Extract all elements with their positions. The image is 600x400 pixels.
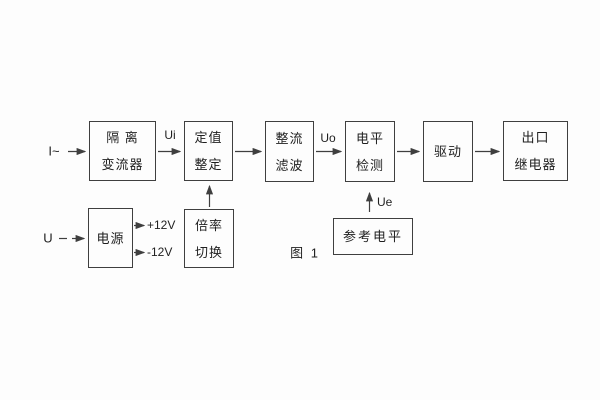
block-setting-adjust: 定值 整定 [184,121,233,181]
block-text: 电平 [355,130,384,146]
block-text: 滤波 [275,157,304,173]
label-ue-signal: Ue [377,195,393,209]
block-text: 隔 离 [106,130,139,145]
block-text: 整定 [194,157,223,172]
block-text: 驱动 [433,144,462,159]
block-text: 定值 [194,130,223,145]
block-ratio-switch: 倍率 切换 [184,209,234,268]
block-isolation-transformer: 隔 离 变流器 [89,121,156,181]
block-text: 倍率 [194,217,223,233]
block-text: 检测 [355,157,384,173]
label-uo-signal: Uo [320,131,336,145]
label-input-current: I~ [48,143,60,159]
block-level-detection: 电平 检测 [345,121,395,182]
block-text: 继电器 [514,157,557,172]
label-plus-12v: +12V [147,218,176,232]
block-power-supply: 电源 [88,208,133,268]
block-text: 参考电平 [342,229,403,244]
block-rectifier-filter: 整流 滤波 [265,121,314,182]
block-text: 变流器 [101,157,144,172]
block-reference-level: 参考电平 [333,218,413,255]
block-output-relay: 出口 继电器 [503,121,568,181]
block-text: 整流 [275,130,304,146]
block-text: 切换 [194,244,223,260]
label-minus-12v: -12V [147,245,173,259]
label-input-voltage: U [43,230,53,246]
figure-caption: 图 1 [290,245,320,261]
block-text: 出口 [521,130,550,145]
label-ui-signal: Ui [164,128,176,142]
block-text: 电源 [96,230,125,246]
block-drive: 驱动 [423,121,473,182]
